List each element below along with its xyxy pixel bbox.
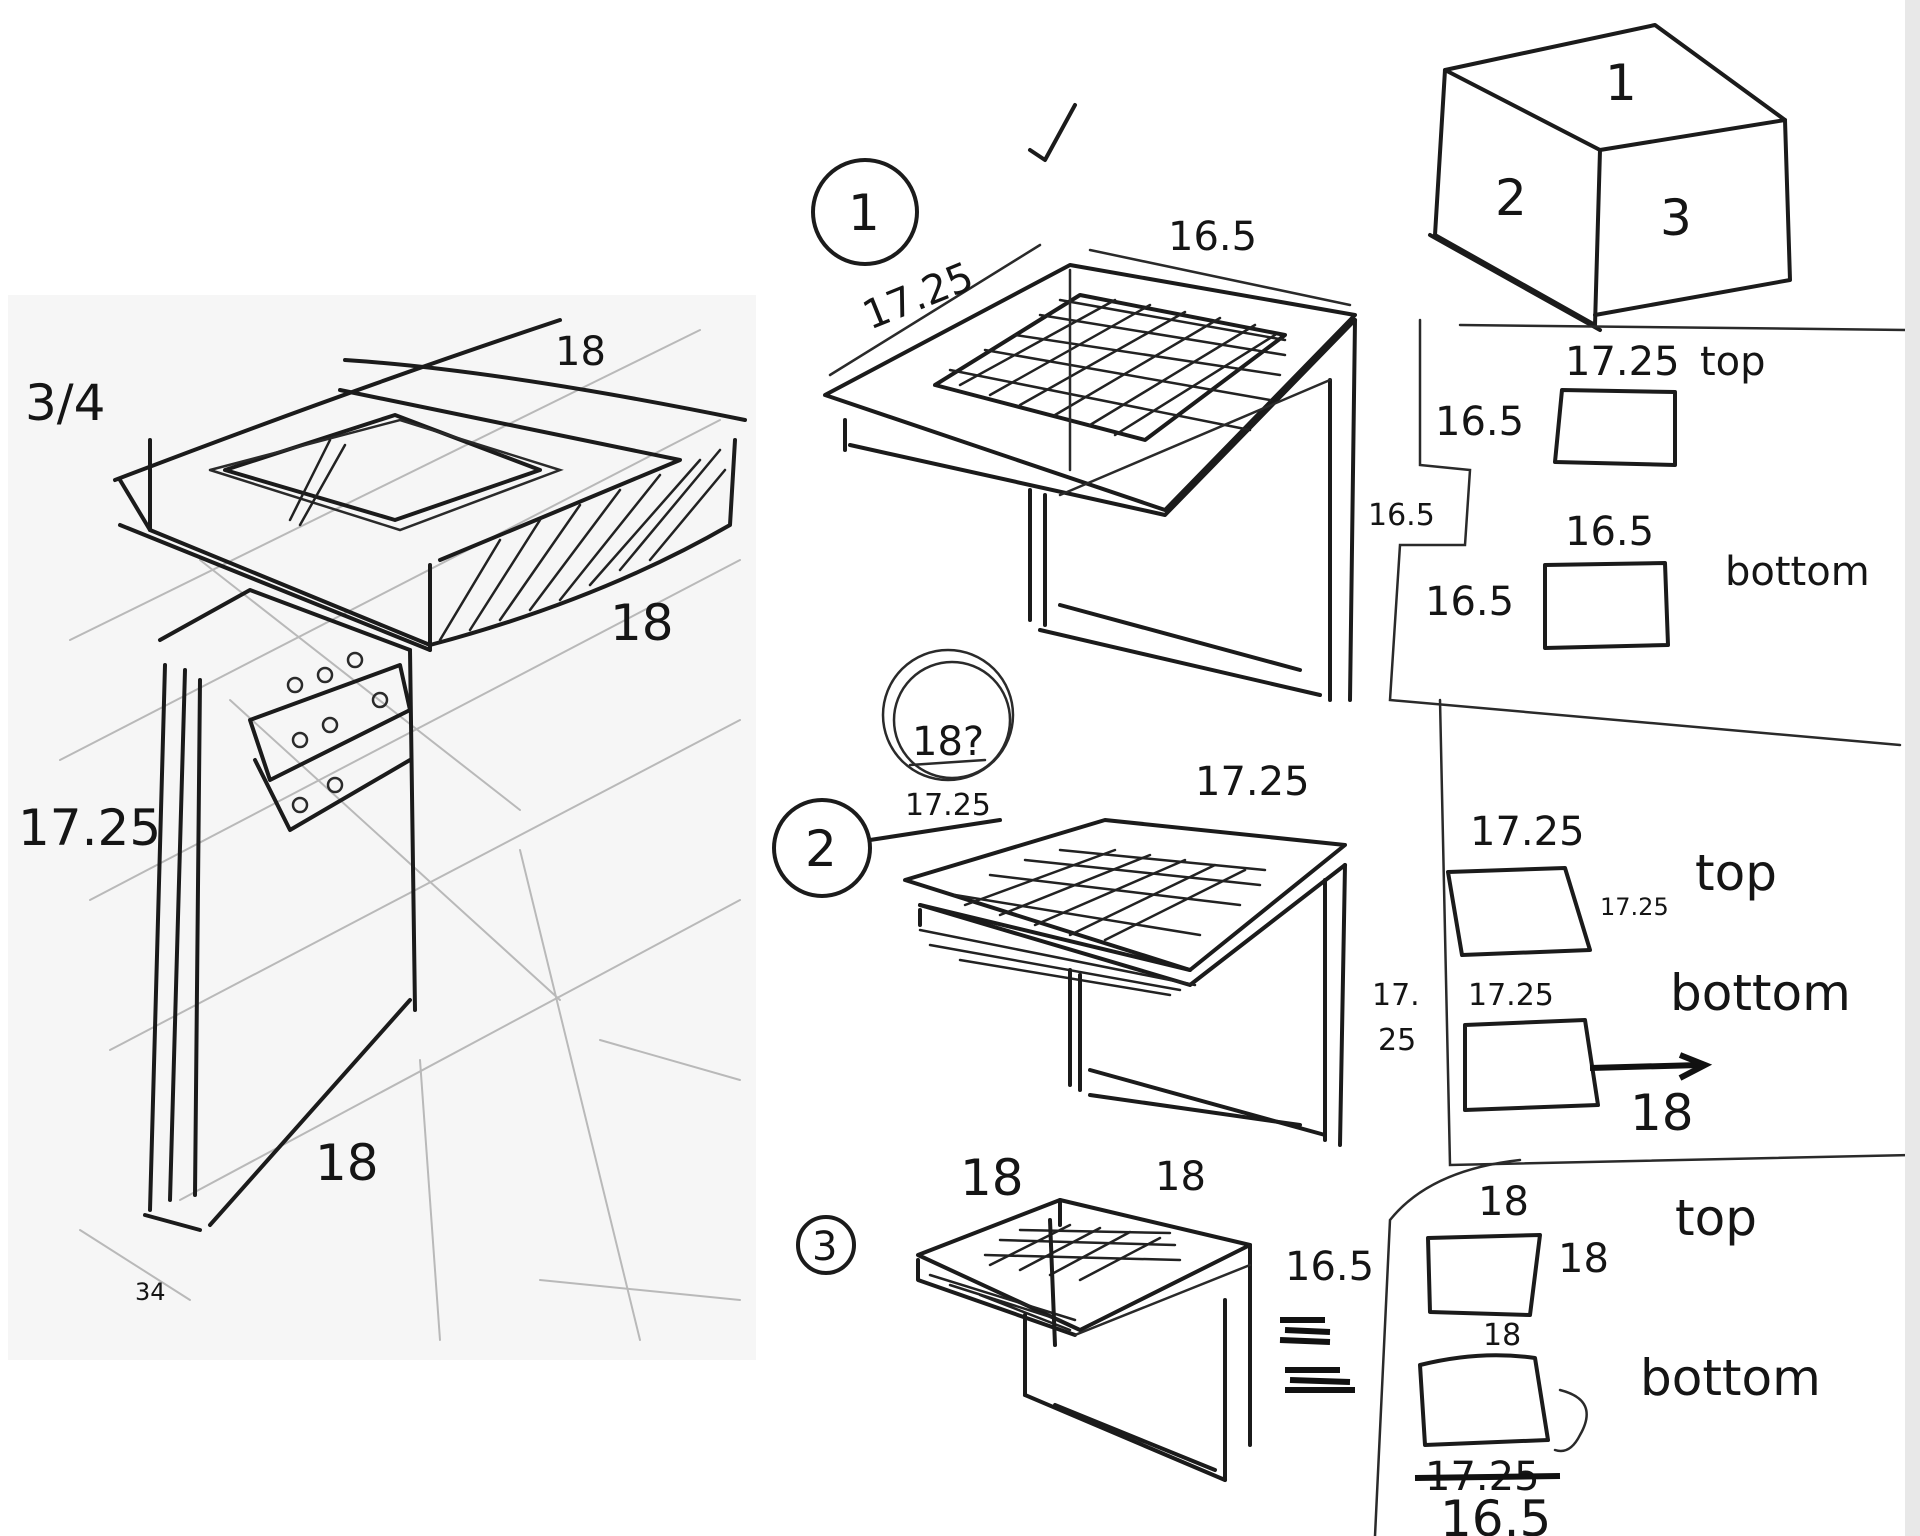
opt1-top-width: 17.25 xyxy=(1565,339,1680,385)
option-3-depth-dim: 18 xyxy=(960,1149,1024,1207)
opt3-top-label: top xyxy=(1675,1189,1757,1247)
opt1-bottom-rect xyxy=(1543,561,1670,650)
opt3-bottom-label: bottom xyxy=(1640,1349,1821,1407)
scribbled-out-dims xyxy=(1279,1317,1355,1393)
option-3-grid xyxy=(983,1223,1182,1282)
option-3-height-dim: 16.5 xyxy=(1285,1244,1374,1290)
option-1-panel-divider xyxy=(1388,318,1902,747)
left-table-top xyxy=(113,318,747,652)
question-underline xyxy=(908,758,987,767)
opt2-bottom-rect xyxy=(1463,1018,1600,1112)
option-3-circle xyxy=(796,1215,856,1275)
base-thickness-label: 34 xyxy=(135,1278,166,1306)
opt1-top-height: 16.5 xyxy=(1435,399,1524,445)
option-2-circle xyxy=(772,798,872,898)
cube-face-left: 2 xyxy=(1495,169,1527,227)
option-2-panels: 17.25 17.25 top 17.25 bottom 18 xyxy=(1438,698,1912,1167)
option-2-height-dim-a: 17. xyxy=(1372,978,1420,1013)
opt2-bottom-label: bottom xyxy=(1670,964,1851,1022)
option-3-sketch: 3 18 18 16.5 xyxy=(796,1149,1374,1482)
option-1-width-dim: 16.5 xyxy=(1168,214,1257,260)
check-mark-icon xyxy=(1028,103,1077,162)
left-sketch-photo: 3/4 18 18 17.25 18 34 xyxy=(8,295,756,1360)
opt3-strike-line xyxy=(1414,1473,1561,1481)
leg-height-label: 17.25 xyxy=(18,799,161,857)
option-1-depth-dim: 17.25 xyxy=(857,254,980,340)
question-circle-inner xyxy=(892,660,1012,780)
option-1-height-dim: 16.5 xyxy=(1368,498,1435,533)
cube-face-right: 3 xyxy=(1660,189,1692,247)
opt3-top-height: 18 xyxy=(1558,1236,1609,1282)
top-hatching xyxy=(288,438,727,642)
top-depth-label: 18 xyxy=(610,594,674,652)
question-circle xyxy=(881,648,1015,782)
option-2-height-dim-b: 25 xyxy=(1378,1023,1416,1058)
opt2-top-label: top xyxy=(1695,844,1777,902)
option-1-circle xyxy=(811,158,919,266)
option-2-leader xyxy=(868,818,1002,842)
opt3-bottom-replacement: 16.5 xyxy=(1440,1490,1551,1536)
option-1-sketch: 1 17.25 16.5 16.5 xyxy=(811,158,1435,702)
left-hardware xyxy=(248,651,412,832)
option-2-number: 2 xyxy=(805,820,837,878)
opt2-top-rect xyxy=(1446,866,1592,957)
option-3-panels: 18 18 top 18 bottom 17.25 16.5 xyxy=(1373,1158,1821,1536)
option-1-number: 1 xyxy=(848,184,880,242)
opt2-top-width: 17.25 xyxy=(1470,809,1585,855)
ghost-lines xyxy=(59,329,741,1341)
opt2-top-height: 17.25 xyxy=(1600,893,1669,921)
opt3-top-rect xyxy=(1426,1233,1542,1317)
option-2-grid xyxy=(953,848,1267,942)
page-edge xyxy=(1905,0,1920,1536)
opt1-bottom-label: bottom xyxy=(1725,549,1870,595)
opt3-bottom-arrow xyxy=(1553,1388,1588,1453)
opt1-top-rect xyxy=(1553,388,1677,467)
option-2-depth-dim: 17.25 xyxy=(905,788,991,823)
opt1-bottom-height: 16.5 xyxy=(1425,579,1514,625)
opt2-bottom-width: 17.25 xyxy=(1468,978,1554,1013)
option-1-panels: 17.25 16.5 top 16.5 16.5 bottom xyxy=(1388,318,1912,747)
option-3-panel-divider xyxy=(1373,1158,1522,1536)
top-width-label: 18 xyxy=(555,329,606,375)
opt1-bottom-width: 16.5 xyxy=(1565,509,1654,555)
option-3-width-dim: 18 xyxy=(1155,1154,1206,1200)
opt1-top-label: top xyxy=(1700,339,1766,385)
base-length-label: 18 xyxy=(315,1134,379,1192)
cube-view-key: 1 2 3 xyxy=(1428,23,1792,332)
option-1-grid xyxy=(948,298,1287,437)
opt2-arrow xyxy=(1589,1062,1701,1071)
opt2-bottom-note: 18 xyxy=(1630,1084,1694,1142)
option-3-number: 3 xyxy=(812,1224,837,1270)
thickness-label: 3/4 xyxy=(25,374,105,432)
opt3-bottom-rect xyxy=(1418,1353,1550,1447)
opt3-bottom-width: 18 xyxy=(1483,1318,1521,1353)
cube-face-top: 1 xyxy=(1605,54,1637,112)
option-2-width-dim: 17.25 xyxy=(1195,759,1310,805)
option-2-panel-divider xyxy=(1438,698,1912,1167)
option-2-question: 18? xyxy=(912,719,984,765)
opt3-top-width: 18 xyxy=(1478,1179,1529,1225)
option-2-sketch: 18? 2 17.25 17.25 17. 25 xyxy=(772,648,1420,1147)
